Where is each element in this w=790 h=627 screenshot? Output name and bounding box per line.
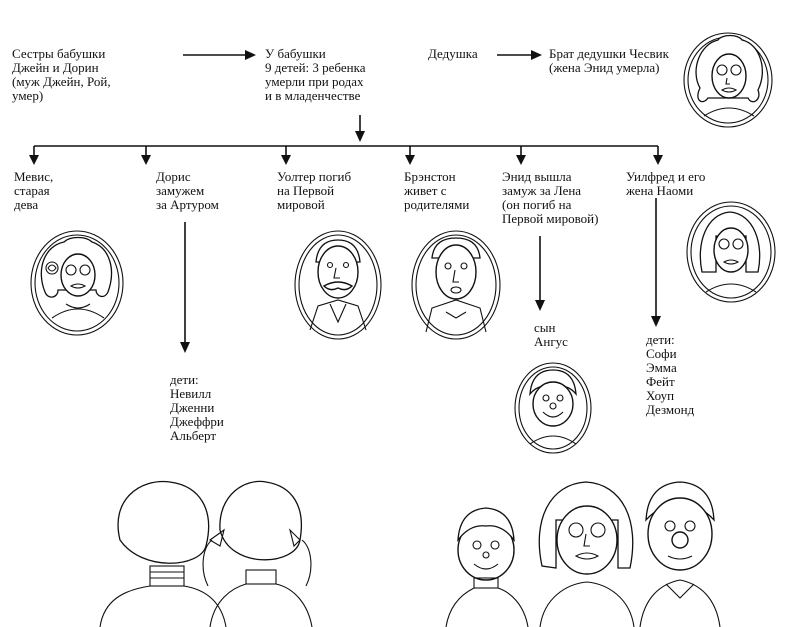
naomi-portrait xyxy=(686,201,776,303)
arrow-wilfred-to-children xyxy=(651,198,661,327)
node-walter: Уолтер погиб на Первой мировой xyxy=(277,169,352,212)
node-grandmother-sisters: Сестры бабушки Джейн и Дорин (муж Джейн,… xyxy=(12,46,111,103)
node-enid: Энид вышла замуж за Лена (он погиб на Пе… xyxy=(502,169,599,226)
drop-arrows xyxy=(29,146,663,165)
arrow-doris-to-children xyxy=(180,222,190,353)
node-wilfred: Уилфред и его жена Наоми xyxy=(626,169,706,198)
node-wilfred-children: дети: Софи Эмма Фейт Хоуп Дезмонд xyxy=(646,332,695,417)
arrow-grandma-to-children xyxy=(355,115,365,142)
children-back-illustration xyxy=(99,480,313,627)
node-mavis: Мевис, старая дева xyxy=(14,169,54,212)
node-enid-son: сын Ангус xyxy=(534,320,568,349)
branston-portrait xyxy=(411,230,501,340)
family-front-illustration xyxy=(445,481,721,627)
arrow-enid-to-son xyxy=(535,236,545,311)
node-grandmother: У бабушки 9 детей: 3 ребенка умерли при … xyxy=(265,46,366,103)
node-branston: Брэнстон живет с родителями xyxy=(404,169,470,212)
node-doris-children: дети: Невилл Дженни Джеффри Альберт xyxy=(170,372,224,443)
arrow-grandpa-to-chesvik xyxy=(497,50,542,60)
angus-portrait xyxy=(514,362,592,454)
walter-portrait xyxy=(294,230,382,340)
mavis-portrait xyxy=(30,230,124,336)
chesvik-portrait xyxy=(683,32,773,128)
arrow-sisters-to-grandma xyxy=(183,50,256,60)
node-grandfather-brother: Брат дедушки Чесвик (жена Энид умерла) xyxy=(549,46,669,75)
node-doris: Дорис замужем за Артуром xyxy=(156,169,219,212)
node-grandfather: Дедушка xyxy=(428,46,478,61)
